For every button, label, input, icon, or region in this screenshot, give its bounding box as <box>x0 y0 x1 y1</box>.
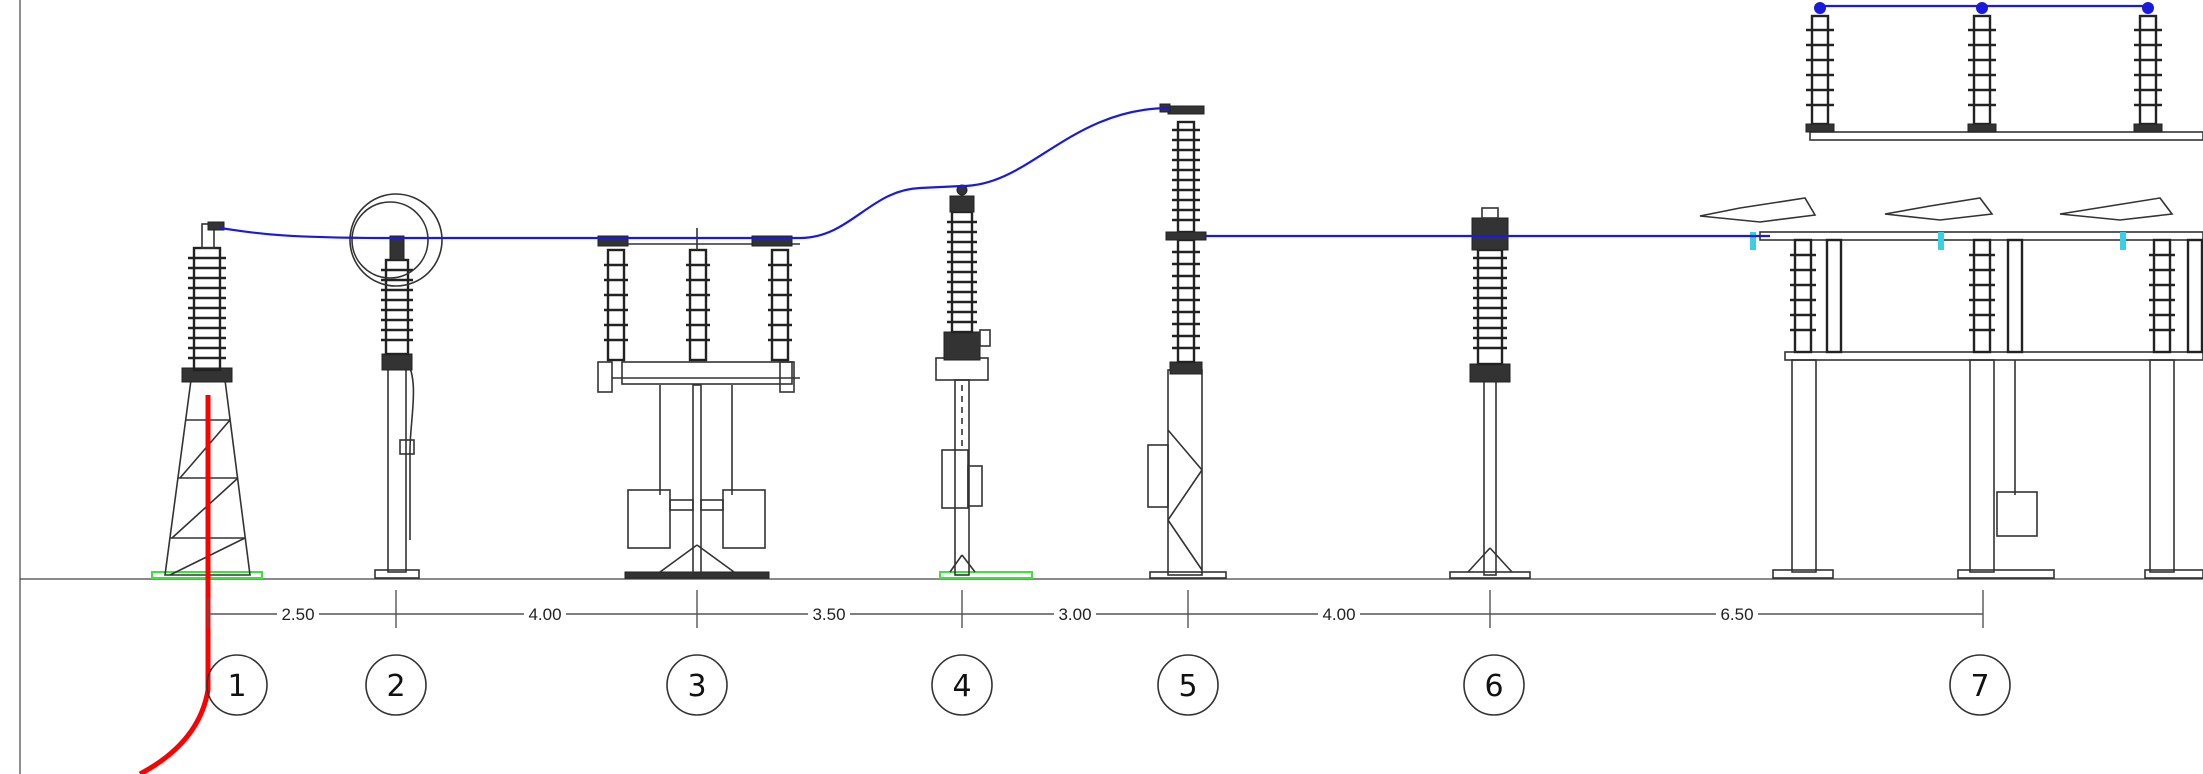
position-callout-6: 6 <box>1463 654 1525 716</box>
spacing-6-7: 6.50 <box>1720 605 1753 624</box>
equipment-4-current-transformer <box>935 184 1033 579</box>
equipment-3-disconnector <box>597 228 800 579</box>
equipment-1-cable-terminal <box>151 221 263 579</box>
position-callout-1: 1 <box>206 654 268 716</box>
svg-text:2: 2 <box>386 669 405 704</box>
svg-text:3: 3 <box>687 669 706 704</box>
svg-text:4: 4 <box>952 669 971 704</box>
svg-text:5: 5 <box>1178 669 1197 704</box>
spacing-3-4: 3.50 <box>812 605 845 624</box>
spacing-5-6: 4.00 <box>1322 605 1355 624</box>
svg-text:1: 1 <box>227 669 246 704</box>
overhead-conductor <box>219 106 1171 240</box>
equipment-5-breaker <box>1147 103 1227 579</box>
hv-cable <box>138 395 211 774</box>
position-callout-5: 5 <box>1157 654 1219 716</box>
equipment-7-disconnector-structure <box>1699 2 2203 579</box>
position-callout-3: 3 <box>666 654 728 716</box>
position-callout-4: 4 <box>931 654 993 716</box>
equipment-6-surge-arrester <box>1449 207 1531 579</box>
spacing-2-3: 4.00 <box>528 605 561 624</box>
position-callout-2: 2 <box>365 654 427 716</box>
spacing-1-2: 2.50 <box>281 605 314 624</box>
equipment-2-line-trap <box>349 193 443 579</box>
spacing-4-5: 3.00 <box>1058 605 1091 624</box>
position-callout-7: 7 <box>1949 654 2011 716</box>
svg-text:6: 6 <box>1484 669 1503 704</box>
svg-text:7: 7 <box>1970 669 1989 704</box>
